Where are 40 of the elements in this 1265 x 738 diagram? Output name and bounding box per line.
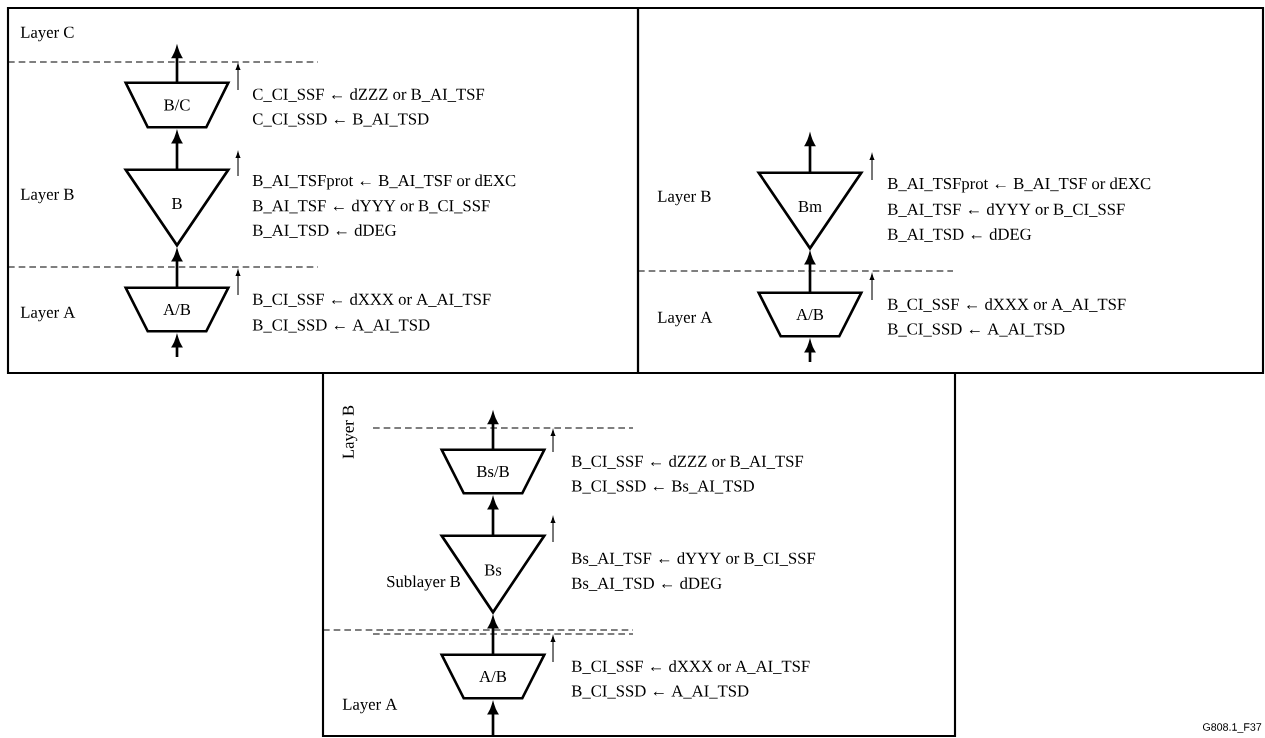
signal-rule: B_CI_SSF ← dZZZ or B_AI_TSF xyxy=(571,455,804,469)
layer-label: Layer A xyxy=(342,698,398,714)
layer-label: Layer B xyxy=(657,190,711,206)
signal-rule: B_AI_TSD ← dDEG xyxy=(252,224,397,238)
panel-frame xyxy=(6,6,640,375)
signal-rule: B_CI_SSF ← dXXX or A_AI_TSF xyxy=(571,660,810,674)
arrow xyxy=(172,132,182,170)
arrow xyxy=(172,250,182,288)
signal-rule: B_CI_SSD ← A_AI_TSD xyxy=(887,323,1065,337)
arrow xyxy=(488,413,498,450)
signal-rule: B_CI_SSD ← A_AI_TSD xyxy=(571,685,749,699)
arrow xyxy=(805,341,815,362)
signal-rule: B_CI_SSD ← A_AI_TSD xyxy=(252,319,430,333)
layer-label: Layer A xyxy=(20,306,76,322)
signal-rule: C_CI_SSD ← B_AI_TSD xyxy=(252,113,429,127)
signal-rule: B_AI_TSF ← dYYY or B_CI_SSF xyxy=(887,203,1125,217)
signal-rule: Bs_AI_TSF ← dYYY or B_CI_SSF xyxy=(571,552,816,566)
layer-label: Layer B xyxy=(20,188,74,204)
arrow xyxy=(172,47,182,83)
arrow xyxy=(488,703,498,736)
arrow xyxy=(488,617,498,655)
layer-label: Layer B xyxy=(342,405,358,459)
arrow xyxy=(172,336,182,357)
arrow xyxy=(805,253,815,293)
arrow xyxy=(488,498,498,536)
signal-rule: B_AI_TSF ← dYYY or B_CI_SSF xyxy=(252,199,490,214)
signal-rule: B_AI_TSFprot ← B_AI_TSF or dEXC xyxy=(252,174,516,190)
layer-label: Layer A xyxy=(657,311,713,327)
signal-rule: B_AI_TSD ← dDEG xyxy=(887,228,1032,242)
signal-rule: B_CI_SSF ← dXXX or A_AI_TSF xyxy=(252,293,491,307)
signal-rule: Bs_AI_TSD ← dDEG xyxy=(571,577,722,591)
figure-id: G808.1_F37 xyxy=(1203,723,1262,733)
signal-rule: B_CI_SSF ← dXXX or A_AI_TSF xyxy=(887,298,1126,312)
layer-label: Sublayer B xyxy=(387,575,460,591)
panel-frame xyxy=(636,6,1265,375)
panel-frame xyxy=(321,371,957,738)
signal-rule: B_CI_SSD ← Bs_AI_TSD xyxy=(571,480,754,494)
layer-label: Layer C xyxy=(20,26,74,42)
signal-rule: C_CI_SSF ← dZZZ or B_AI_TSF xyxy=(252,88,485,102)
signal-rule: B_AI_TSFprot ← B_AI_TSF or dEXC xyxy=(887,177,1151,193)
